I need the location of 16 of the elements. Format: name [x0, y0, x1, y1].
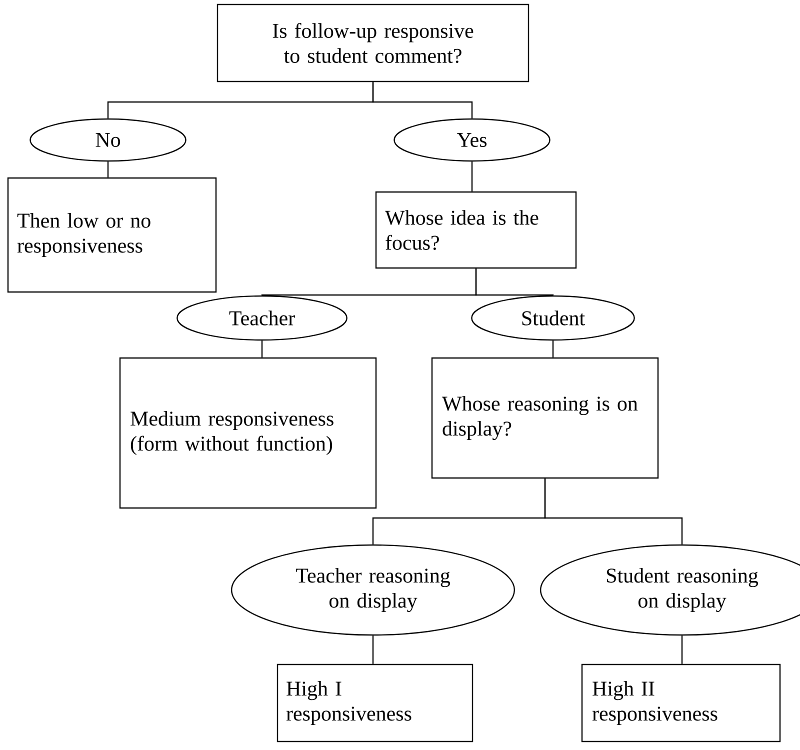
connector-line [681, 636, 683, 664]
connector-line [471, 162, 473, 192]
question-box: Whose idea is the focus? [375, 191, 577, 269]
outcome-box: High I responsiveness [276, 664, 474, 742]
connector-line [372, 82, 473, 118]
question-box: Is follow-up responsive to student comment? [216, 4, 530, 82]
connector-line [372, 636, 374, 664]
outcome-box: Then low or no responsiveness [7, 177, 217, 293]
connector-line [475, 268, 554, 296]
outcome-box: Medium responsiveness (form without function) [119, 357, 377, 509]
connector-line [261, 340, 263, 358]
connector-line [552, 340, 554, 358]
connector-line [544, 478, 683, 544]
outcome-box: High II responsiveness [581, 664, 781, 742]
question-box: Whose reasoning is on display? [431, 357, 659, 479]
connector-line [107, 162, 109, 178]
